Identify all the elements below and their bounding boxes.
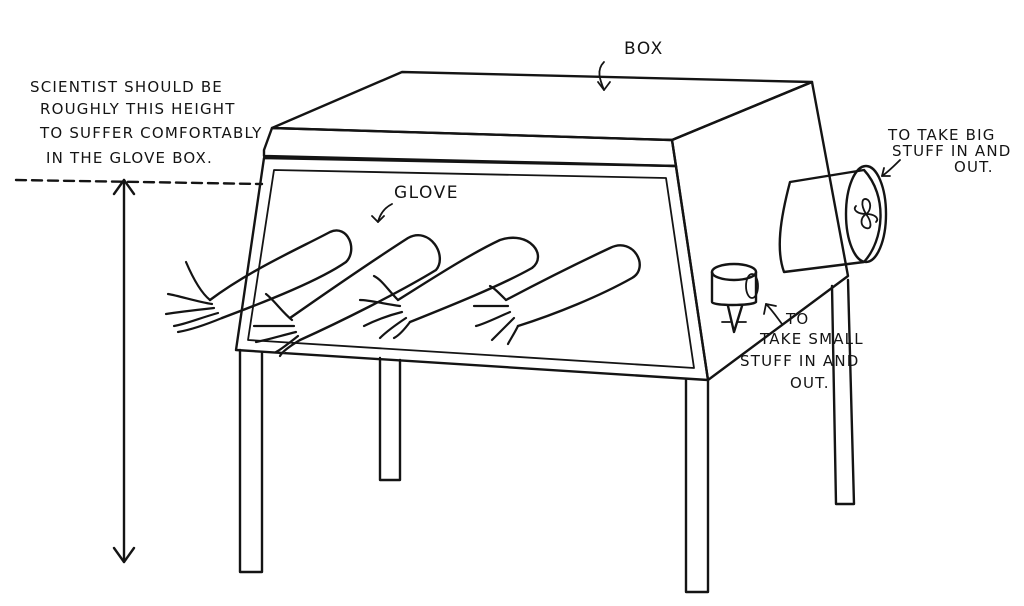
glove-pointer-arrowhead-icon [371,215,385,223]
big-port-door [844,164,888,264]
height-dashed-line [14,178,264,186]
glove-pointer-arrow [377,203,393,223]
small-port-note-line-3: STUFF IN AND [740,352,860,370]
glove-3-sleeve [396,236,540,324]
glove-3-hand [358,274,412,340]
small-port-door [745,273,759,299]
glove-4-hand [472,284,520,346]
big-port-pointer-arrow [881,159,901,177]
pointer-arrows [371,61,901,325]
height-arrow-bottom-icon [112,546,136,564]
annotations: BOX GLOVE SCIENTIST SHOULD BE ROUGHLY TH… [30,39,1012,392]
glove-4-sleeve [504,244,641,328]
scientist-note-line-2: ROUGHLY THIS HEIGHT [40,100,236,118]
glove-arm-4 [472,244,641,346]
glove-label: GLOVE [394,183,459,203]
big-port-note-line-1: TO TAKE BIG [887,126,996,144]
gloves [164,229,641,358]
big-port [778,164,888,274]
glove-arm-3 [358,236,540,340]
table-legs [238,278,856,594]
leg-back-left [378,356,402,482]
glove-2-hand [252,292,302,358]
glove-arm-1 [164,229,353,334]
scientist-note-line-4: IN THE GLOVE BOX. [46,149,213,167]
glove-1-hand [164,260,224,334]
height-reference [14,178,264,564]
leg-front-left [238,348,264,574]
big-port-note-line-2: STUFF IN AND [892,142,1012,160]
big-port-pointer-arrowhead-icon [881,167,891,177]
big-port-handle-icon [853,198,879,230]
glove-1-sleeve [208,229,353,320]
box-window-glass [247,169,695,369]
small-port [710,262,759,334]
box-body [234,70,850,382]
small-port-note-line-4: OUT. [790,374,830,392]
small-port-pointer-arrowhead-icon [763,303,777,315]
scientist-note-line-3: TO SUFFER COMFORTABLY [39,124,262,142]
small-port-pointer-arrow [765,303,783,325]
glove-arm-2 [252,234,442,358]
small-port-body [710,270,758,307]
small-port-note-line-2: TAKE SMALL [759,330,864,348]
box-label: BOX [624,39,664,59]
small-port-spout [726,304,744,334]
leg-front-right [684,378,710,594]
big-port-note-line-3: OUT. [954,158,994,176]
scientist-note-line-1: SCIENTIST SHOULD BE [30,78,223,96]
box-window-frame [234,156,710,382]
small-port-rim [710,262,758,282]
glove-2-sleeve [288,234,442,342]
height-arrow-top-icon [112,178,136,196]
small-port-note-line-1: TO [785,310,809,328]
leg-back-right [830,278,856,506]
box-pointer-arrowhead-icon [597,81,611,91]
